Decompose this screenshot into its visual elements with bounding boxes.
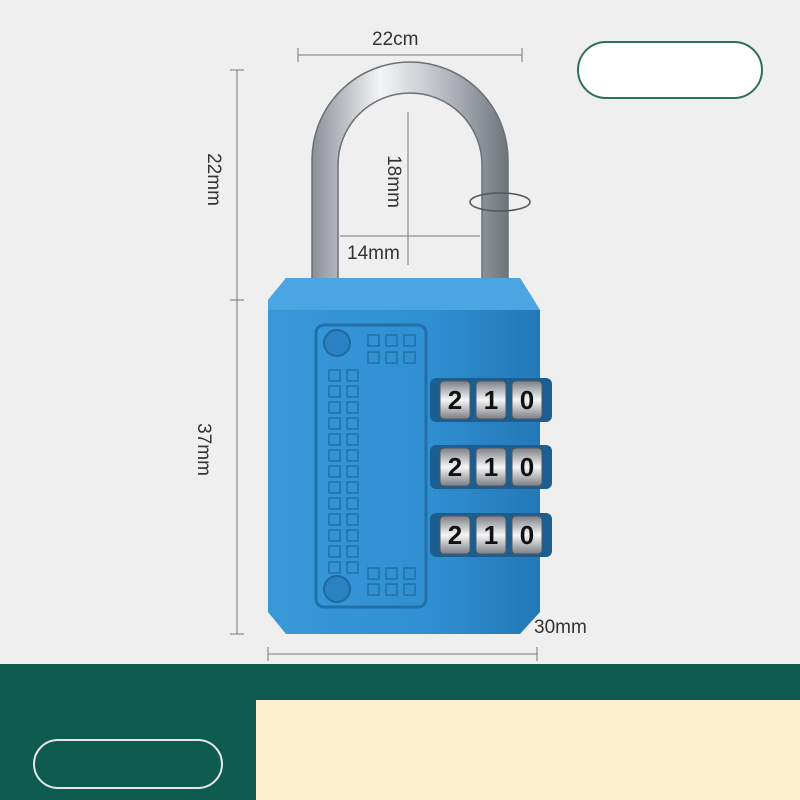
face-grid-square [328, 401, 341, 414]
face-grid-square [328, 465, 341, 478]
face-grid-square [328, 369, 341, 382]
dial-wheel[interactable] [475, 380, 507, 420]
dial-wheel[interactable] [439, 447, 471, 487]
face-grid-square [403, 583, 416, 596]
face-grid-square [403, 567, 416, 580]
dial-wheel[interactable] [511, 380, 543, 420]
face-grid-square [328, 561, 341, 574]
face-grid-square [346, 545, 359, 558]
face-grid-square [328, 529, 341, 542]
face-grid-square [367, 567, 380, 580]
face-grid-square [367, 583, 380, 596]
dial-wheel[interactable] [475, 515, 507, 555]
dimension-lines [230, 48, 538, 661]
dial-digit: 1 [484, 520, 498, 550]
dial-digit: 1 [484, 452, 498, 482]
dial-digit: 0 [520, 520, 534, 550]
dial-digit: 2 [448, 452, 462, 482]
face-grid-square [367, 334, 380, 347]
face-grid-square [328, 449, 341, 462]
dial-wheel[interactable] [511, 515, 543, 555]
face-grid-square [328, 417, 341, 430]
footer-cream-band [256, 700, 800, 800]
dial-digit: 2 [448, 385, 462, 415]
dial-wheel[interactable] [511, 447, 543, 487]
face-grid-square [346, 465, 359, 478]
face-grid-square [403, 351, 416, 364]
dial-wheel[interactable] [475, 447, 507, 487]
dim-body-width-label: 30mm [534, 617, 587, 638]
dim-shackle-inner-height-label: 18mm [382, 155, 404, 208]
face-grid-square [328, 497, 341, 510]
dim-body-height-label: 37mm [192, 423, 214, 476]
dim-width-top-label: 22cm [372, 29, 419, 50]
dial-digit: 2 [448, 520, 462, 550]
face-grid-square [346, 529, 359, 542]
face-grid-square [346, 417, 359, 430]
face-grid-square [385, 351, 398, 364]
rotation-arrow-icon [469, 192, 531, 212]
dial-wheel[interactable] [439, 380, 471, 420]
dial-digit: 1 [484, 385, 498, 415]
shackle [311, 61, 509, 291]
face-grid-square [346, 369, 359, 382]
face-grid-square [328, 481, 341, 494]
top-pill-badge [577, 41, 763, 99]
face-grid-square [328, 433, 341, 446]
dial-digit: 0 [520, 452, 534, 482]
face-grid-square [346, 561, 359, 574]
face-grid-square [346, 401, 359, 414]
face-grid-square [385, 567, 398, 580]
face-grid-square [346, 449, 359, 462]
face-grid-square [385, 583, 398, 596]
face-grid-square [367, 351, 380, 364]
face-grid-square [346, 513, 359, 526]
dial-digit: 0 [520, 385, 534, 415]
dim-shackle-inner-width-label: 14mm [347, 243, 400, 264]
face-grid-square [346, 497, 359, 510]
face-grid-square [346, 481, 359, 494]
face-grid-square [328, 513, 341, 526]
dim-shackle-height-label: 22mm [202, 153, 224, 206]
face-grid-square [385, 334, 398, 347]
face-grid-square [346, 385, 359, 398]
face-grid-square [328, 545, 341, 558]
face-grid-square [328, 385, 341, 398]
face-grid-square [403, 334, 416, 347]
footer-green-slant [240, 664, 280, 700]
face-grid-square [346, 433, 359, 446]
dial-wheel[interactable] [439, 515, 471, 555]
bottom-pill-badge [33, 739, 223, 789]
